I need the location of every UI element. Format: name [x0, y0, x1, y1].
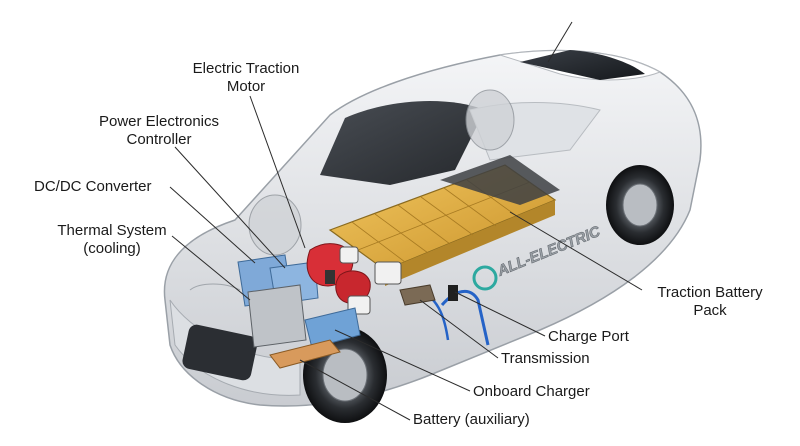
- leader-line-aux-battery: [299, 359, 411, 421]
- leader-line-charge-port: [454, 291, 546, 337]
- leader-line-dcdc: [169, 186, 256, 264]
- label-battery-auxiliary: Battery (auxiliary): [413, 411, 530, 428]
- leader-line-transmission: [419, 299, 499, 359]
- leader-line-battery-pack: [509, 211, 643, 291]
- rear-wheel: [606, 165, 674, 245]
- label-thermal-system: Thermal System (cooling): [57, 222, 167, 257]
- leader-line-pec: [174, 146, 286, 269]
- components: [237, 243, 490, 369]
- leader-lines: [169, 21, 643, 421]
- leader-line-top: [547, 21, 573, 63]
- label-electric-traction-motor: Electric Traction Motor: [192, 60, 300, 95]
- label-traction-battery-pack: Traction Battery Pack: [657, 284, 763, 319]
- label-charge-port: Charge Port: [548, 328, 629, 345]
- label-onboard-charger: Onboard Charger: [473, 383, 590, 400]
- label-transmission: Transmission: [501, 350, 590, 367]
- leader-line-onboard-charger: [334, 329, 471, 392]
- hidden-front-wheel: [248, 194, 302, 256]
- traction-battery-pack-graphic: [328, 155, 560, 286]
- label-power-electronics-controller: Power Electronics Controller: [98, 113, 220, 148]
- label-dc-dc-converter: DC/DC Converter: [34, 178, 152, 195]
- leader-line-thermal: [171, 235, 251, 301]
- leader-line-motor: [249, 95, 306, 249]
- hidden-rear-wheel: [465, 89, 515, 151]
